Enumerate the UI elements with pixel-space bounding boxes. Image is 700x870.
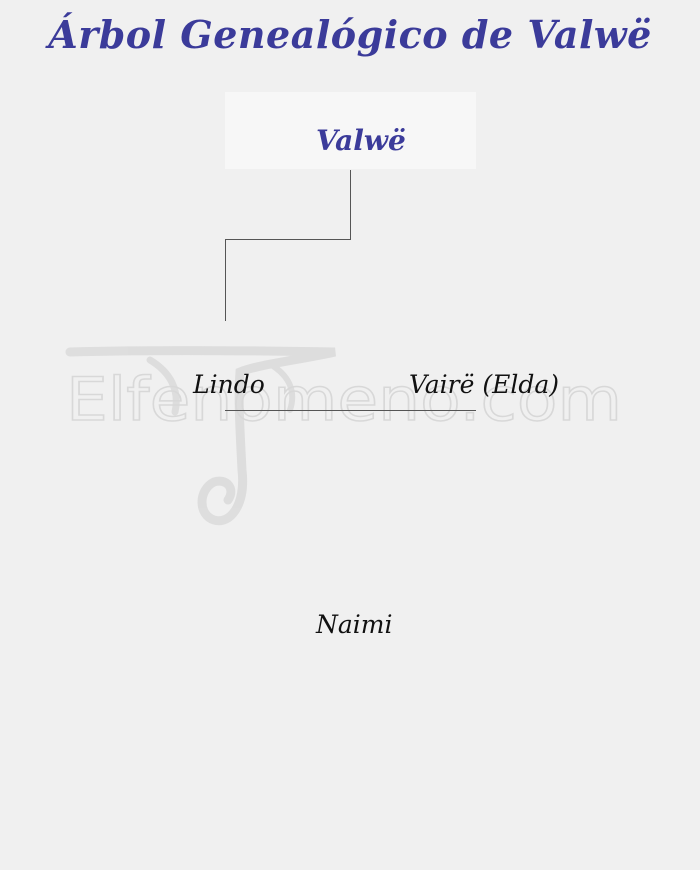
marriage-line — [225, 410, 476, 411]
spouse-node-name[interactable]: Vairë (Elda) — [409, 370, 560, 399]
page-title: Árbol Genealógico de Valwë — [48, 12, 652, 57]
connector-horizontal — [225, 239, 351, 240]
root-node-name[interactable]: Valwë — [316, 124, 406, 157]
child-node-name[interactable]: Lindo — [193, 370, 265, 399]
watermark-text: Elfenomeno.com — [66, 365, 622, 435]
grandchild-node-name[interactable]: Naimi — [316, 610, 393, 639]
root-node-box — [225, 92, 476, 169]
connector-root-down — [350, 170, 351, 240]
connector-child-down — [225, 239, 226, 321]
dragon-icon — [65, 346, 337, 526]
